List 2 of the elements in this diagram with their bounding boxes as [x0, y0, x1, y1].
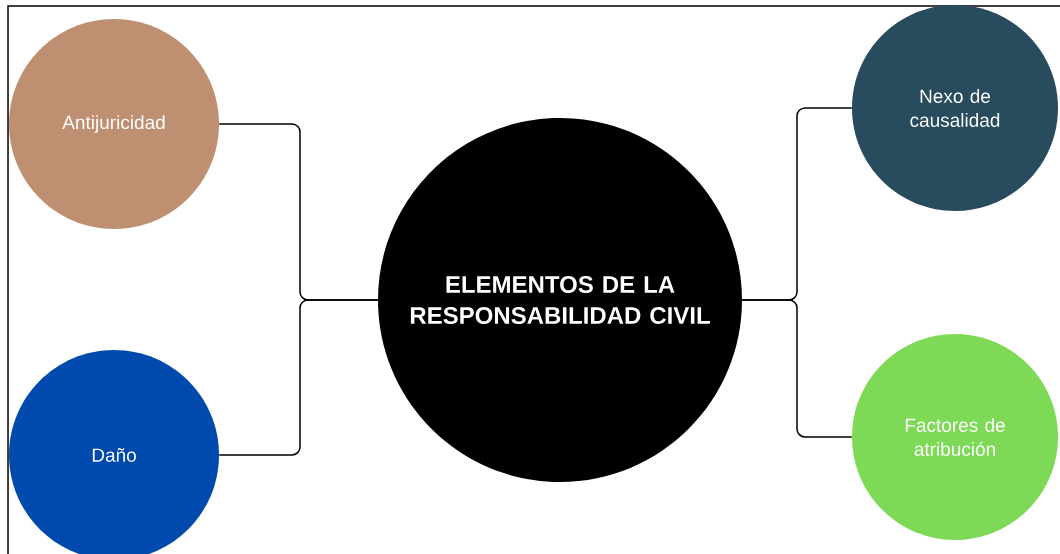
- connector-line: [741, 299, 853, 438]
- connector-line: [218, 299, 379, 456]
